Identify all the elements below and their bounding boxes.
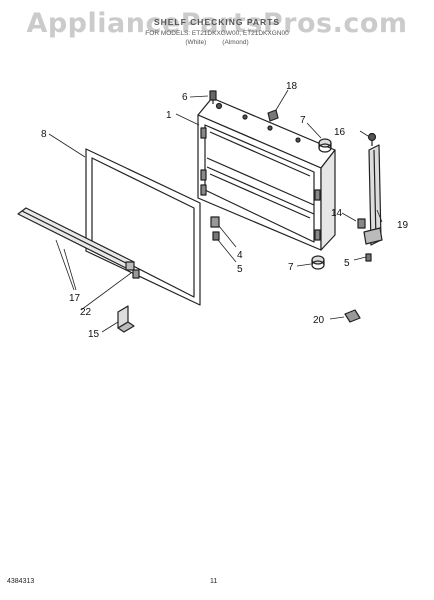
color-white-label: (White) bbox=[185, 39, 207, 46]
callout-4: 4 bbox=[237, 250, 243, 261]
watermark-logo: AppliancePartsPros.com bbox=[26, 8, 408, 39]
callout-16: 16 bbox=[334, 127, 346, 138]
callout-6: 6 bbox=[182, 92, 188, 103]
door-liner-part bbox=[197, 97, 336, 251]
callout-8: 8 bbox=[41, 129, 47, 140]
door-stop-bottom-part bbox=[311, 255, 325, 270]
screw-5-part bbox=[212, 231, 372, 262]
page-number: 11 bbox=[210, 578, 218, 585]
model-numbers: FOR MODELS: ET21DKXGW00, ET21DKXGN00 bbox=[145, 30, 289, 37]
leader-lines bbox=[48, 89, 383, 333]
callout-20: 20 bbox=[313, 315, 325, 326]
callout-1: 1 bbox=[166, 110, 172, 121]
bushing-part bbox=[210, 216, 220, 228]
callout-17: 17 bbox=[69, 293, 81, 304]
callout-14: 14 bbox=[331, 208, 343, 219]
clip-part bbox=[132, 269, 140, 279]
callout-19: 19 bbox=[397, 220, 409, 231]
callout-22: 22 bbox=[80, 307, 92, 318]
diagram-title: SHELF CHECKING PARTS bbox=[153, 17, 281, 27]
document-number: 4384313 bbox=[7, 578, 35, 585]
hinge-bracket-part bbox=[363, 144, 383, 246]
color-almond-label: (Almond) bbox=[222, 39, 249, 46]
screw-16-part bbox=[367, 132, 377, 146]
callout-15: 15 bbox=[88, 329, 100, 340]
hinge-pin-part bbox=[357, 218, 366, 229]
door-gasket-part bbox=[85, 148, 201, 306]
color-labels: (White) (Almond) bbox=[0, 39, 434, 46]
callout-7-bottom: 7 bbox=[288, 262, 294, 273]
screw-6-part bbox=[209, 90, 217, 104]
breaker-strip-part bbox=[17, 207, 135, 271]
bracket-part bbox=[117, 305, 135, 333]
callout-7-top: 7 bbox=[300, 115, 306, 126]
callout-5-right: 5 bbox=[344, 258, 350, 269]
washer-20-part bbox=[344, 309, 361, 323]
callout-18: 18 bbox=[286, 81, 298, 92]
door-stop-top-part bbox=[318, 138, 332, 153]
callout-5-left: 5 bbox=[237, 264, 243, 275]
label-part bbox=[267, 109, 279, 122]
